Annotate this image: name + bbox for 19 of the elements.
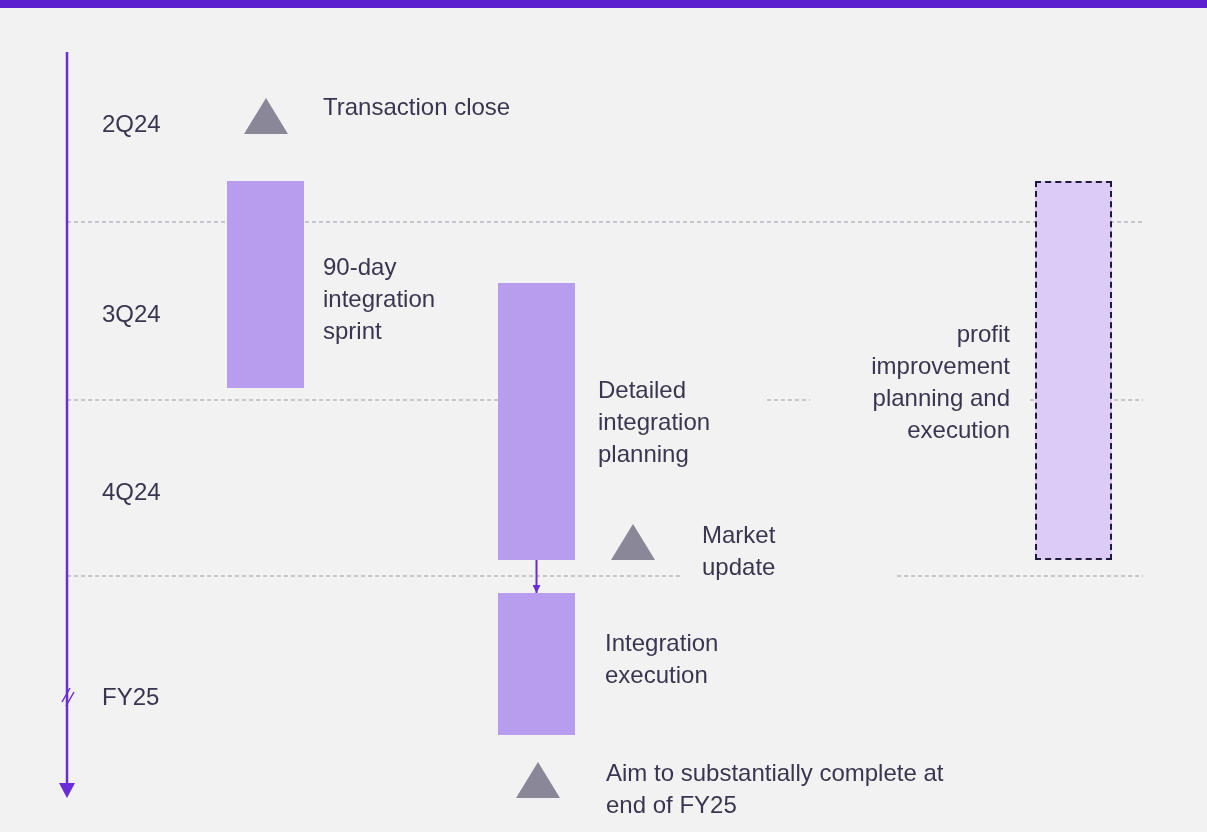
milestone-label: Market update bbox=[702, 520, 777, 582]
timeline-bar bbox=[498, 283, 575, 560]
quarter-label: FY25 bbox=[102, 682, 160, 712]
quarter-label: 3Q24 bbox=[102, 299, 161, 329]
timeline-bar bbox=[498, 593, 575, 735]
milestone-label: Detailed integration planning bbox=[598, 375, 712, 469]
milestone-label: profit improvement planning and execution bbox=[870, 319, 1010, 445]
milestone-triangle-icon bbox=[516, 762, 560, 798]
milestone-triangle-icon bbox=[611, 524, 655, 560]
quarter-label: 4Q24 bbox=[102, 477, 161, 507]
milestone-triangle-icon bbox=[244, 98, 288, 134]
arrow bbox=[532, 559, 541, 594]
milestone-label: 90-day integration sprint bbox=[323, 252, 437, 346]
milestone-label: Aim to substantially complete at end of FY25 bbox=[606, 758, 945, 820]
milestone-label: Integration execution bbox=[605, 628, 720, 690]
timeline-bar bbox=[227, 181, 304, 388]
milestone-label: Transaction close bbox=[323, 92, 512, 122]
quarter-label: 2Q24 bbox=[102, 109, 161, 139]
dashed-bar bbox=[1035, 181, 1112, 560]
